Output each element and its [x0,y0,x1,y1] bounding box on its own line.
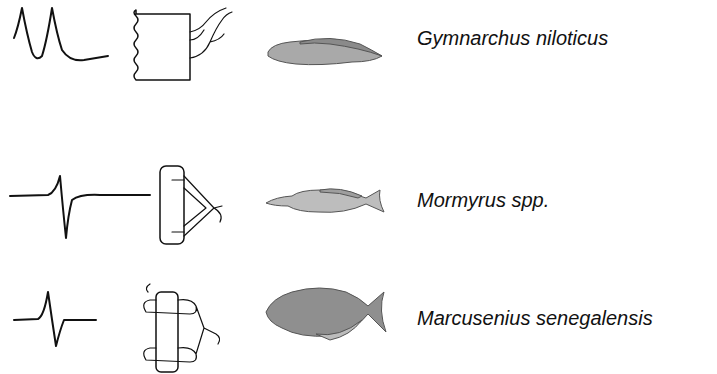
species-name: Mormyrus spp. [417,188,549,212]
species-name: Gymnarchus niloticus [417,26,608,50]
waveform [10,176,150,238]
species-name: Marcusenius senegalensis [417,306,653,330]
fish-gymnarchus [268,40,382,64]
waveform [14,8,108,60]
fish-mormyrus [266,190,384,212]
stalk [172,176,222,236]
fish-marcusenius [266,288,386,336]
waveform [14,292,96,346]
anal-fin [316,320,362,340]
electrocyte [134,10,190,80]
dorsal-fin [320,189,362,198]
dorsal-fin [300,38,382,56]
electrocyte [156,292,178,372]
stalk [144,284,220,362]
nerve [190,8,232,58]
